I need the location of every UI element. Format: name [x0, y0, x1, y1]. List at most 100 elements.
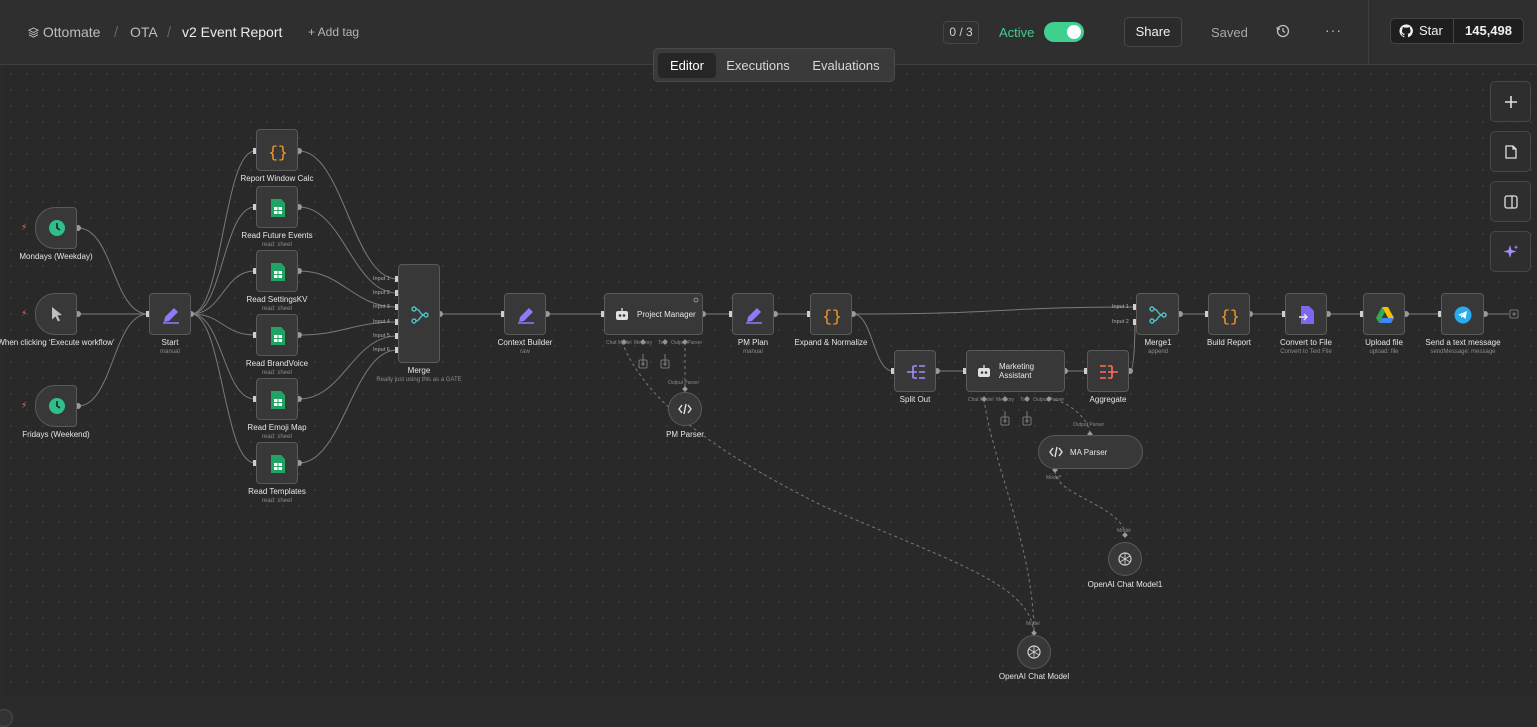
node-subtitle: read: sheet — [261, 498, 293, 504]
node-label: Report Window Calc — [240, 174, 314, 183]
add-tag-button[interactable]: + Add tag — [308, 25, 360, 39]
node-label: Expand & Normalize — [794, 338, 868, 347]
port-label: Output Parser — [1073, 422, 1105, 428]
merge-input-label: Input 1 — [373, 276, 390, 282]
node-upload-file[interactable] — [1363, 293, 1405, 335]
workflow-title[interactable]: v2 Event Report — [182, 24, 283, 40]
node-send-text-message[interactable] — [1441, 293, 1484, 335]
node-label: Split Out — [899, 395, 931, 404]
node-label: MA Parser — [1070, 448, 1108, 457]
port-label: Model* — [1046, 475, 1062, 481]
svg-text:{}: {} — [268, 144, 287, 162]
node-label: Fridays (Weekend) — [22, 430, 90, 439]
panel-icon — [1504, 195, 1518, 209]
node-start[interactable] — [149, 293, 191, 335]
plus-icon — [1505, 96, 1517, 108]
active-toggle[interactable] — [1044, 22, 1084, 42]
port-label: Tool — [658, 340, 668, 346]
toggle-knob — [1067, 25, 1081, 39]
github-star-button[interactable]: Star — [1390, 18, 1454, 44]
share-button[interactable]: Share — [1124, 17, 1182, 47]
node-ma-parser[interactable]: MA Parser — [1038, 435, 1143, 469]
clock-icon — [49, 220, 65, 236]
node-subtitle: read: sheet — [261, 434, 293, 440]
merge-input-label: Input 3 — [373, 304, 390, 310]
node-context-builder[interactable] — [504, 293, 546, 335]
google-sheets-icon — [271, 327, 285, 345]
merge-input-label: Input 5 — [373, 333, 390, 339]
port-label: Model — [1026, 621, 1040, 627]
breadcrumb-project[interactable]: OTA — [130, 24, 158, 40]
more-options-icon[interactable]: ··· — [1325, 22, 1342, 38]
node-expand-normalize[interactable]: {} — [810, 293, 852, 335]
sparkle-icon — [1503, 245, 1519, 258]
node-subtitle: read: sheet — [261, 242, 293, 248]
ai-assistant-button[interactable] — [1490, 231, 1531, 272]
node-build-report[interactable]: {} — [1208, 293, 1250, 335]
toggle-panel-button[interactable] — [1490, 181, 1531, 222]
tab-evaluations[interactable]: Evaluations — [812, 58, 880, 73]
layers-icon — [27, 27, 40, 38]
node-subtitle: upload: file — [1369, 349, 1399, 355]
google-sheets-icon — [271, 199, 285, 217]
node-aggregate[interactable] — [1087, 350, 1129, 392]
github-star-count[interactable]: 145,498 — [1454, 18, 1524, 44]
node-split-out[interactable] — [894, 350, 936, 392]
code-braces-icon: {} — [822, 308, 841, 326]
node-label: Project Manager — [637, 310, 696, 319]
node-merge1[interactable] — [1136, 293, 1179, 335]
node-pm-parser[interactable] — [668, 392, 702, 426]
node-openai-chat-model[interactable] — [1017, 635, 1051, 669]
node-subtitle: append — [1147, 349, 1169, 355]
history-icon[interactable] — [1276, 24, 1290, 38]
node-merge[interactable] — [398, 264, 440, 363]
node-subtitle: read: sheet — [261, 370, 293, 376]
workflow-canvas[interactable]: ⚡ Mondays (Weekday) ⚡ When clicking ‘Exe… — [0, 66, 1537, 727]
node-mondays-weekday[interactable] — [35, 207, 77, 249]
node-pm-plan[interactable] — [732, 293, 774, 335]
robot-icon — [616, 308, 628, 320]
robot-icon — [978, 365, 990, 377]
node-fridays-weekend[interactable] — [35, 385, 77, 427]
tab-editor[interactable]: Editor — [658, 53, 716, 78]
node-read-settings-kv[interactable] — [256, 250, 298, 292]
node-read-templates[interactable] — [256, 442, 298, 484]
google-drive-icon — [1376, 307, 1394, 323]
view-tabs: Editor Executions Evaluations — [653, 48, 895, 82]
cursor-icon — [52, 307, 62, 322]
node-label: OpenAI Chat Model — [998, 672, 1070, 681]
node-label: PM Plan — [737, 338, 769, 347]
google-sheets-icon — [271, 455, 285, 473]
node-project-manager[interactable]: Project Manager — [604, 293, 703, 335]
node-subtitle: raw — [520, 349, 530, 355]
add-node-button[interactable] — [1490, 81, 1531, 122]
clock-icon — [49, 398, 65, 414]
breadcrumb-workspace[interactable]: Ottomate — [27, 24, 100, 40]
node-read-future-events[interactable] — [256, 186, 298, 228]
node-openai-chat-model1[interactable] — [1108, 542, 1142, 576]
collapse-sidebar-icon[interactable] — [0, 709, 13, 727]
node-report-window-calc[interactable]: {} — [256, 129, 298, 171]
port-label: Output Parser — [668, 380, 700, 386]
node-label: Read BrandVoice — [245, 359, 309, 368]
node-label: Upload file — [1365, 338, 1403, 347]
node-label: PM Parser — [666, 430, 704, 439]
node-subtitle: read: sheet — [261, 306, 293, 312]
node-convert-to-file[interactable] — [1285, 293, 1327, 335]
node-marketing-assistant[interactable]: Marketing Assistant — [966, 350, 1065, 392]
sticky-note-button[interactable] — [1490, 131, 1531, 172]
node-subtitle: Convert to Text File — [1280, 349, 1332, 355]
node-manual-trigger[interactable] — [35, 293, 77, 335]
trigger-bolt-icon: ⚡ — [21, 222, 28, 232]
code-icon — [678, 403, 692, 415]
merge-icon — [411, 306, 429, 324]
node-read-brand-voice[interactable] — [256, 314, 298, 356]
node-label: When clicking ‘Execute workflow’ — [0, 338, 115, 347]
port-label: Chat Model — [606, 340, 632, 346]
node-read-emoji-map[interactable] — [256, 378, 298, 420]
node-label: Read Emoji Map — [247, 423, 307, 432]
tab-executions[interactable]: Executions — [726, 58, 790, 73]
node-subtitle: sendMessage: message — [1430, 349, 1496, 355]
node-label: Context Builder — [497, 338, 553, 347]
node-label: Aggregate — [1089, 395, 1127, 404]
